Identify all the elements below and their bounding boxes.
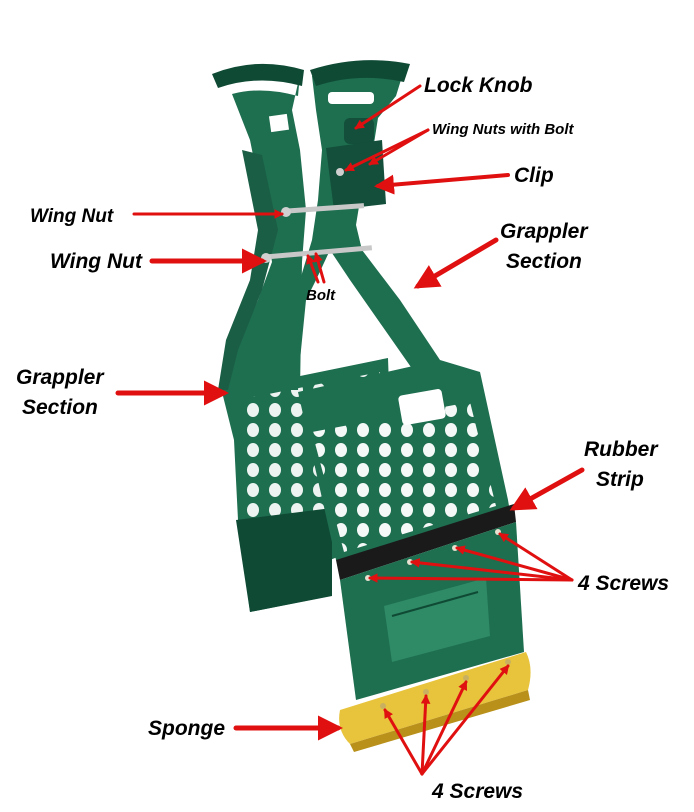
callout-arrows [115, 84, 585, 776]
arrow-wing-nuts-b [368, 128, 430, 166]
label-screws-upper: 4 Screws [577, 572, 669, 595]
arrow-lock-knob [354, 84, 422, 130]
arrow-screw-3 [455, 545, 574, 582]
upper-bolt [281, 203, 365, 214]
label-screws-lower: 4 Screws [431, 780, 523, 803]
screw [423, 689, 429, 695]
label-rubber-strip-2: Strip [596, 468, 644, 491]
label-wing-nut-lower: Wing Nut [50, 250, 143, 273]
sponge [339, 652, 531, 744]
arrow-screw-4 [498, 532, 574, 582]
back-left-arm [218, 150, 278, 390]
arrow-sponge-screw-4 [420, 664, 510, 776]
label-grappler-left-1: Grappler [16, 366, 105, 389]
label-bolt: Bolt [306, 287, 336, 304]
label-grappler-right-2: Section [506, 250, 582, 273]
arrow-grappler-right [413, 237, 499, 289]
label-wing-nut-upper: Wing Nut [30, 206, 114, 227]
clip [326, 140, 386, 210]
arrow-rubber-strip [509, 467, 585, 511]
arrow-sponge-screw-3 [420, 680, 468, 776]
arrow-sponge-screw-1 [383, 708, 424, 776]
back-dark-strip [236, 508, 332, 612]
label-clip: Clip [514, 164, 554, 187]
wing-nut-upper-hw [281, 207, 291, 217]
lock-knob [344, 118, 374, 144]
arrow-screw-2 [410, 558, 574, 582]
label-grappler-right-1: Grappler [500, 220, 589, 243]
rubber-strip [336, 504, 516, 580]
arrow-sponge-screw-2 [420, 694, 431, 776]
back-handle-grip [212, 63, 304, 88]
grappler-section-front [288, 60, 531, 752]
arrow-clip [374, 173, 510, 195]
callout-labels: Lock Knob Wing Nuts with Bolt Clip Wing … [16, 74, 669, 803]
front-handle [288, 66, 440, 391]
label-rubber-strip-1: Rubber [584, 438, 659, 461]
label-lock-knob: Lock Knob [424, 74, 533, 97]
arrow-bolt-b [313, 252, 326, 284]
back-handle [215, 68, 306, 392]
label-grappler-left-2: Section [22, 396, 98, 419]
arrow-bolt-a [306, 254, 320, 284]
blade-pocket [384, 578, 490, 662]
screw [505, 659, 511, 665]
screw [380, 703, 386, 709]
front-handle-grip [310, 60, 410, 86]
arrow-screw-1 [368, 573, 574, 583]
label-sponge: Sponge [148, 717, 225, 740]
screw [463, 675, 469, 681]
label-wing-nuts-with-bolt: Wing Nuts with Bolt [432, 121, 575, 138]
